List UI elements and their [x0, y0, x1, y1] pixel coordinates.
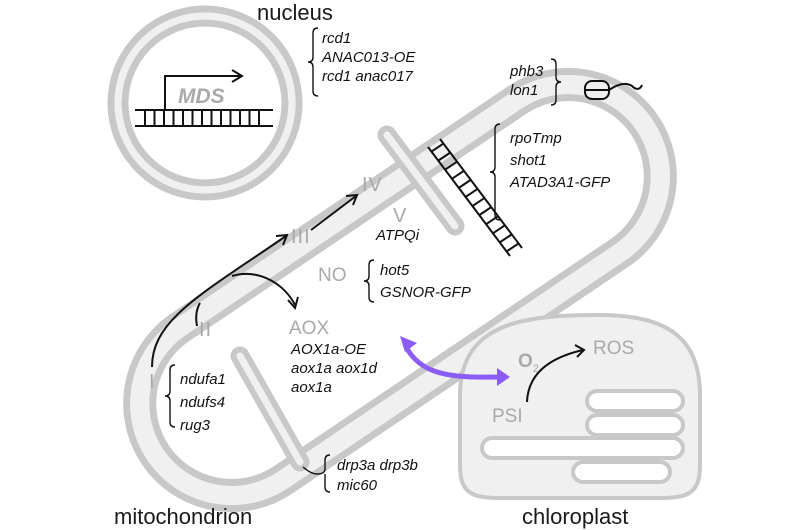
- brace-icons: [164, 27, 562, 493]
- aox-label: AOX: [289, 318, 330, 339]
- gene-label: phb3: [510, 63, 544, 80]
- nucleus-title: nucleus: [257, 0, 333, 25]
- thylakoid-stack: [480, 389, 685, 484]
- complex-i-gene-list: ndufa1 ndufs4 rug3: [180, 368, 226, 437]
- gene-label: ndufa1: [180, 371, 226, 388]
- gene-label: AOX1a-OE: [291, 341, 367, 358]
- psi-label: PSI: [492, 406, 523, 427]
- gene-label: hot5: [380, 262, 410, 279]
- gene-label: rug3: [180, 417, 211, 434]
- gene-label: ATAD3A1-GFP: [510, 174, 611, 191]
- crista-bottom: [230, 346, 310, 472]
- gene-label: rpoTmp: [510, 130, 562, 147]
- gene-label: rcd1: [322, 30, 352, 47]
- complex-i-label: I: [149, 371, 156, 393]
- organelle-exchange-arrow: [402, 343, 499, 380]
- dna-rung: [444, 160, 458, 171]
- crista-top: [377, 125, 465, 236]
- nucleus-gene-list: rcd1 ANAC013-OE rcd1 anac017: [322, 29, 415, 86]
- gene-label: GSNOR-GFP: [380, 284, 471, 301]
- o2-subscript: 2: [532, 362, 539, 375]
- dna-rung: [437, 151, 451, 162]
- complex-v-label: V: [393, 205, 408, 227]
- mds-label: MDS: [178, 85, 225, 108]
- gene-label: aox1a: [291, 379, 332, 396]
- gene-label: aox1a aox1d: [291, 360, 377, 377]
- gene-label: ndufs4: [180, 394, 226, 411]
- protease-icon: [584, 80, 643, 100]
- mtdna-icon: [427, 138, 523, 257]
- dna-rung: [506, 242, 520, 253]
- no-label: NO: [318, 265, 347, 286]
- gene-label: rcd1 anac017: [322, 68, 413, 85]
- chloroplast-title: chloroplast: [522, 504, 629, 529]
- protease-gene-list: phb3 lon1: [510, 62, 543, 100]
- exchange-arrowhead-chloro-icon: [497, 368, 510, 386]
- dna-rung: [485, 215, 499, 226]
- electron-flow-arrows: [151, 193, 359, 368]
- gene-label: mic60: [337, 477, 378, 494]
- dna-rung: [451, 169, 465, 180]
- mitochondrion-membrane: [123, 67, 677, 513]
- complex-iv-label: IV: [362, 174, 383, 196]
- exchange-arrowhead-mito-icon: [400, 336, 417, 352]
- no-gene-list: hot5 GSNOR-GFP: [380, 260, 471, 304]
- nucleus-envelope: [107, 5, 303, 201]
- aox-gene-list: AOX1a-OE aox1a aox1d aox1a: [291, 340, 377, 397]
- dna-rung: [478, 206, 492, 216]
- gene-label-text: ANAC013-OE: [322, 49, 416, 66]
- gene-label: lon1: [510, 82, 539, 99]
- complex-iii-label: III: [291, 226, 311, 248]
- nucleus-dna-icon: [135, 109, 273, 127]
- o2-label: O2: [518, 352, 539, 375]
- mitochondrion-title: mitochondrion: [114, 504, 253, 529]
- transcription-arrow-icon: [164, 69, 244, 110]
- o2-text: O: [518, 351, 533, 372]
- gene-label: ANAC013-OE: [322, 48, 415, 67]
- complex-ii-label: II: [199, 319, 213, 341]
- psi-to-ros-arrow: [526, 344, 586, 403]
- dna-rung: [458, 179, 472, 189]
- complex-v-gene: ATPQi: [376, 227, 420, 244]
- gene-label: drp3a drp3b: [337, 457, 418, 474]
- dna-rung: [430, 142, 444, 153]
- dna-rung: [465, 188, 479, 198]
- dna-rung: [499, 233, 513, 244]
- division-gene-list: drp3a drp3b mic60: [337, 456, 418, 496]
- mtdna-gene-list: rpoTmp shot1 ATAD3A1-GFP: [510, 128, 610, 194]
- ros-label: ROS: [593, 338, 635, 359]
- dna-rung: [492, 224, 506, 235]
- dna-rung: [471, 197, 485, 207]
- gene-label: shot1: [510, 152, 547, 169]
